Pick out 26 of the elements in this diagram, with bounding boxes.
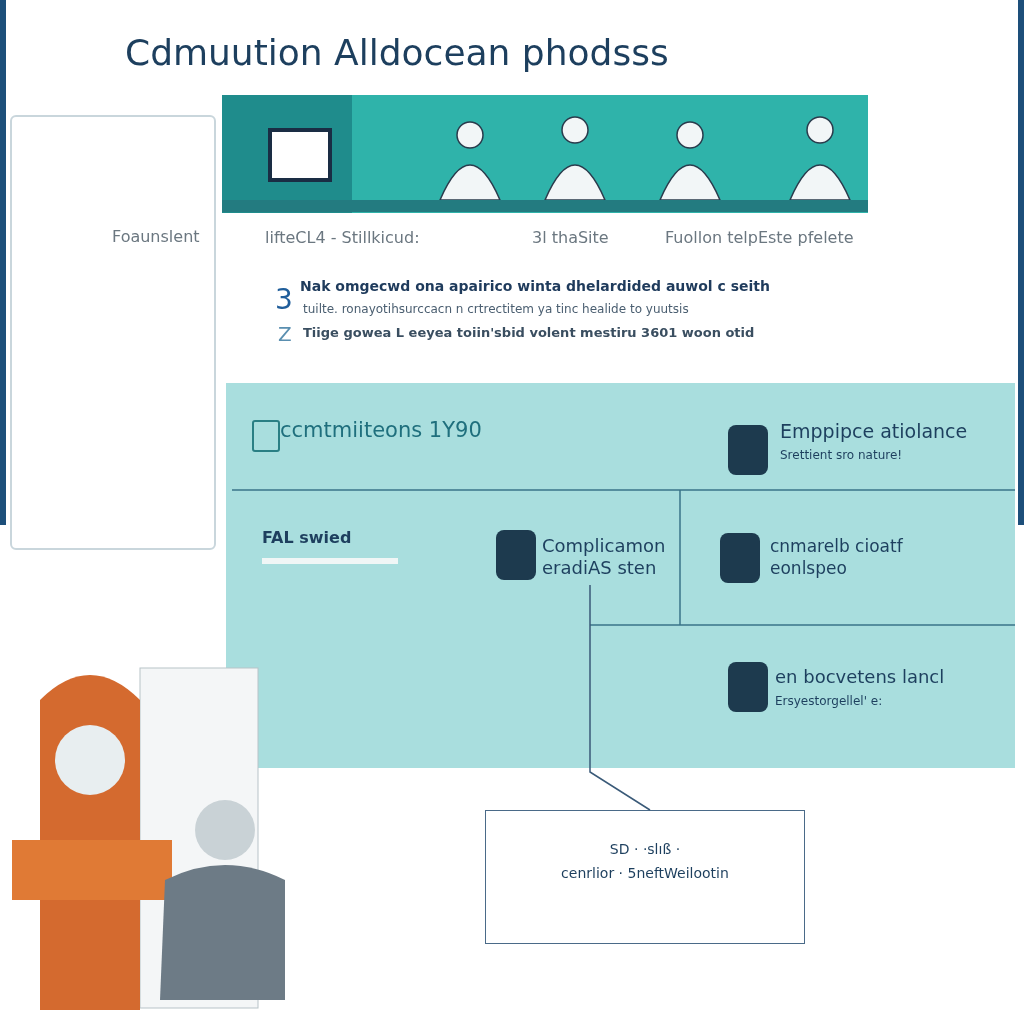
note-box	[485, 810, 805, 944]
column-label: 3l thaSite	[532, 228, 609, 247]
step-number: Z	[278, 322, 292, 346]
body-text: eradiAS sten	[542, 557, 658, 579]
body-text: cenrlior · 5neftWeilootin	[560, 865, 730, 881]
step-number: 3	[275, 283, 293, 316]
heading-text: Foaunslent	[112, 227, 201, 246]
panel-cell	[262, 528, 398, 564]
heading-text: ccmtmiiteons 1Y90	[280, 418, 483, 442]
side-card	[10, 115, 216, 550]
body-text: Srettient sro nature!	[780, 448, 904, 462]
heading-text: FAL swied	[262, 528, 353, 547]
connector-line	[589, 584, 651, 811]
heading-text: Emppipce atiolance	[780, 420, 969, 442]
heading-text: en bocvetens lancl	[775, 665, 946, 689]
heading-text: Complicamon	[542, 535, 667, 557]
body-text: Ersyestorgellel' e:	[775, 693, 884, 710]
title: Cdmuution Alldocean phodsss	[125, 32, 669, 73]
note-text: Tiige gowea L eeyea toiin'sbid volent mestiru 3601 woon otid	[303, 325, 755, 340]
note-text: Nak omgecwd ona apairico winta dhelardided auwol c seith	[300, 278, 770, 294]
column-label: Fuollon telpEste pfelete	[665, 228, 854, 247]
heading-text: cnmarelb cioatf	[770, 535, 904, 557]
note-text: tuilte. ronayotihsurccacn n crtrectitem ya tinc healide to yuutsis	[303, 302, 689, 316]
column-label: lifteCL4 - Stillkicud:	[265, 228, 420, 247]
heading-text: SD · ·slıß ·	[608, 841, 682, 857]
body-text: eonlspeo	[770, 557, 848, 579]
